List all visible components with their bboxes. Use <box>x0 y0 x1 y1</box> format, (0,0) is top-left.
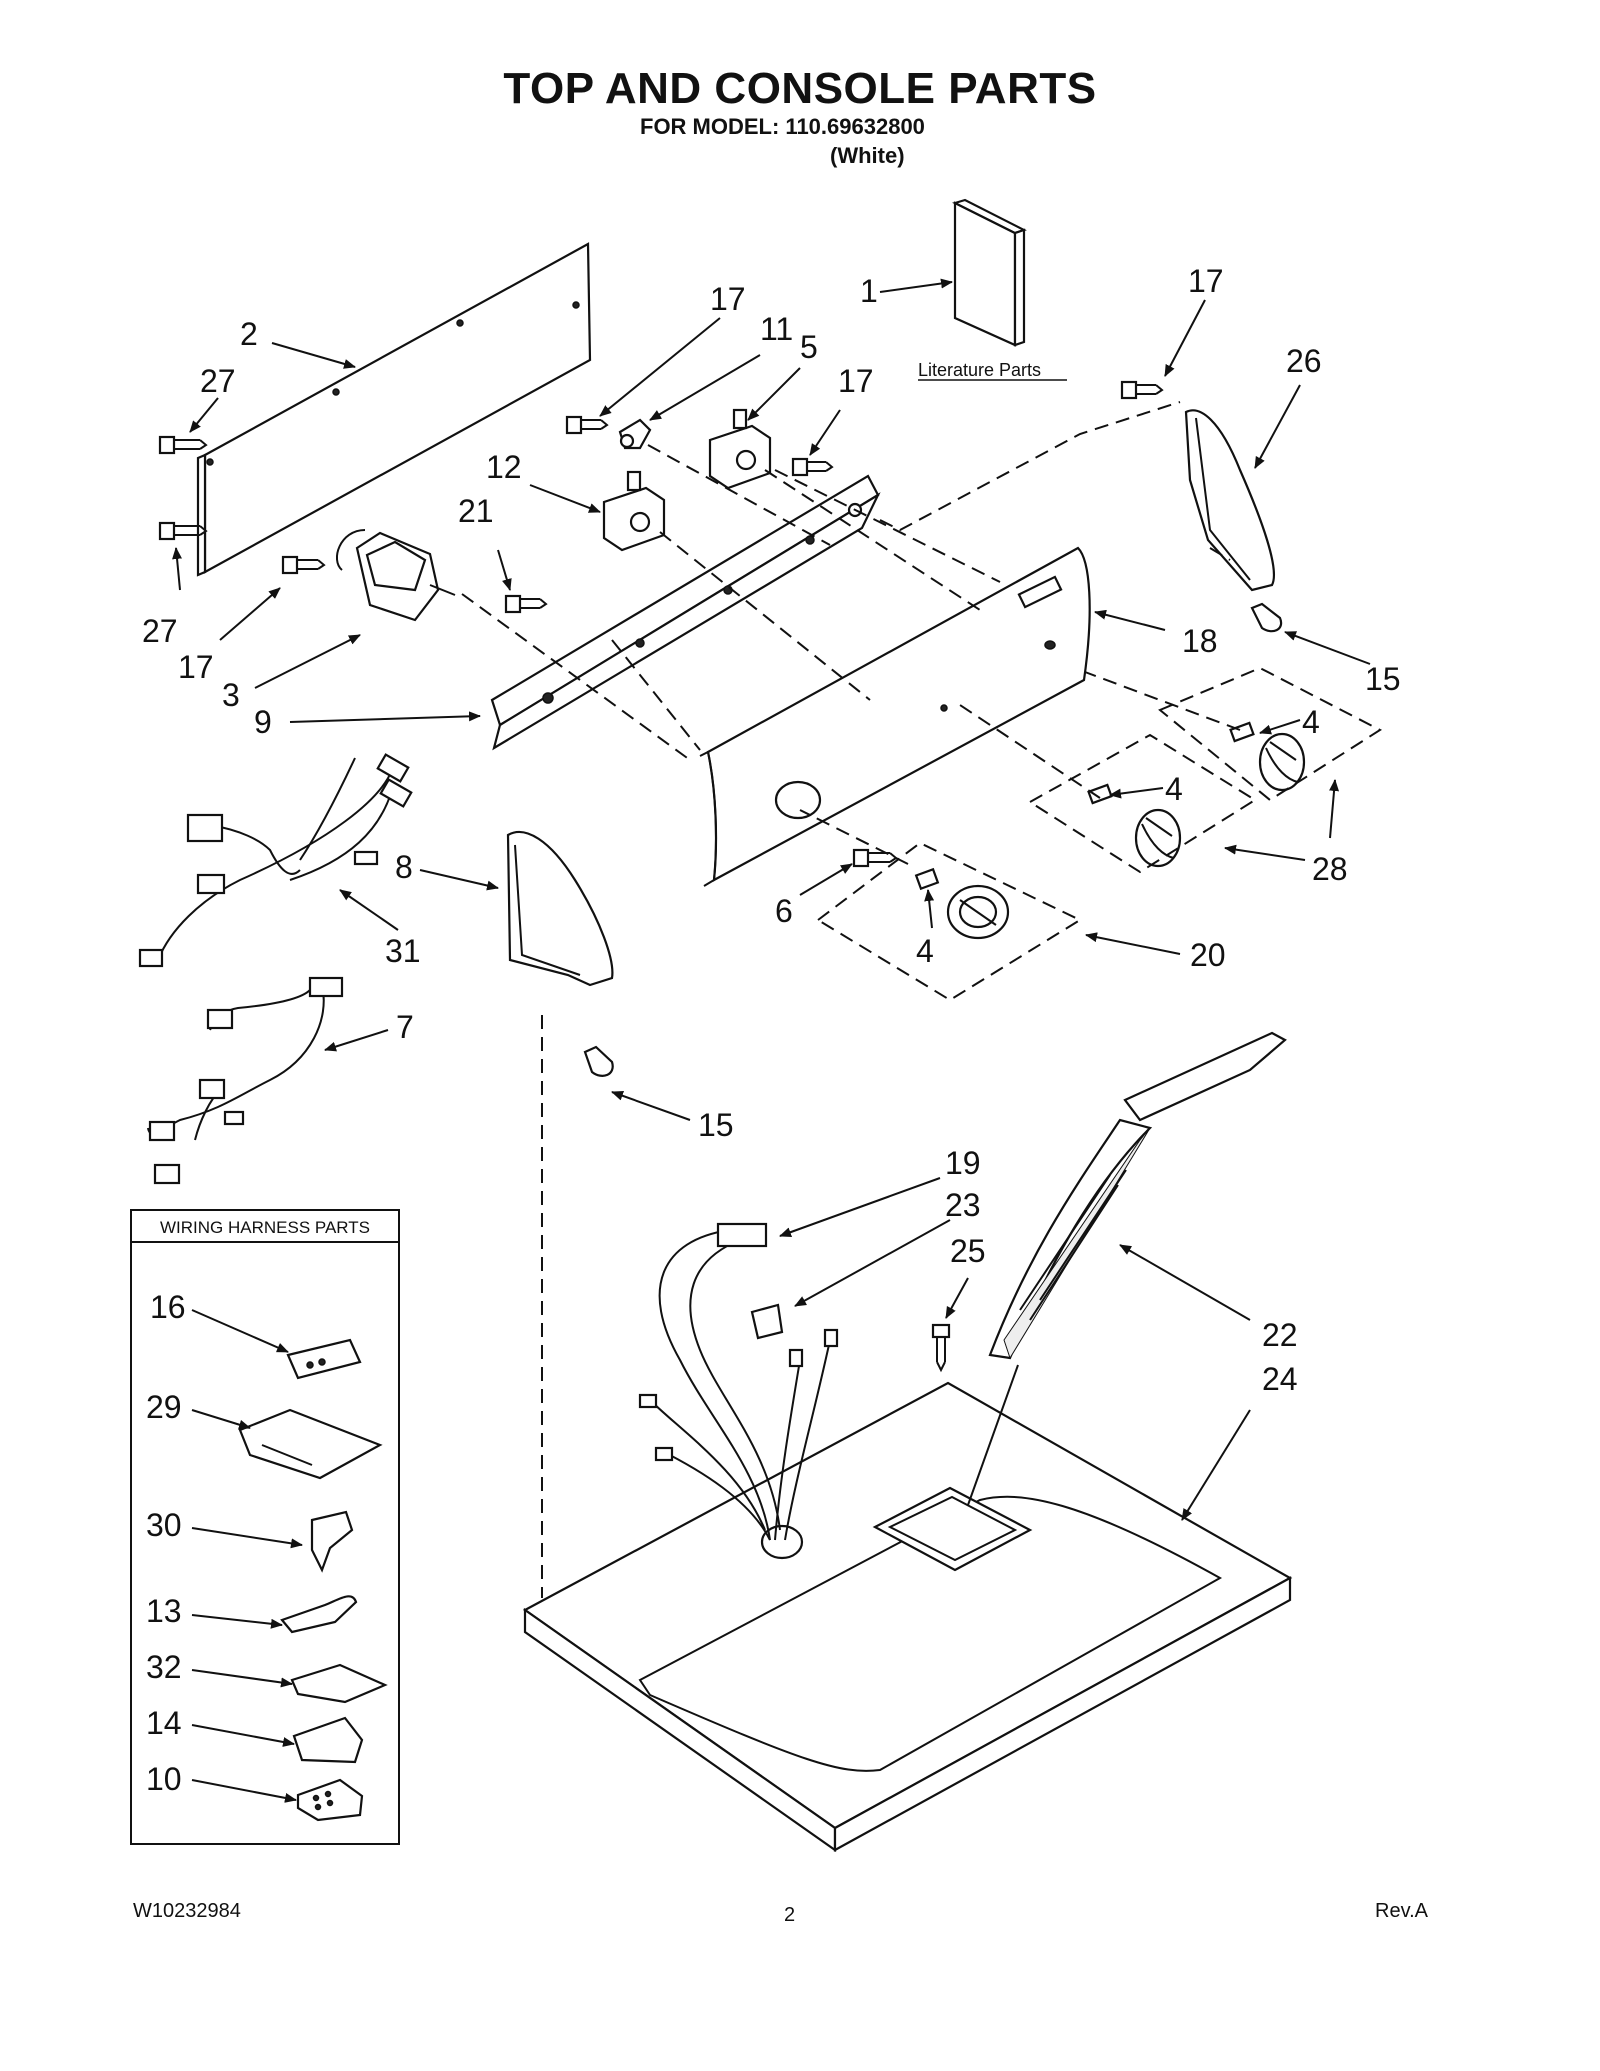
wiring-harness-parts-box: WIRING HARNESS PARTS <box>130 1209 400 1845</box>
callout-15-right: 15 <box>1365 661 1401 697</box>
connector-32 <box>290 1663 388 1704</box>
callout-3: 3 <box>222 677 240 713</box>
callout-15-left: 15 <box>698 1107 734 1143</box>
callout-17-left: 17 <box>178 649 214 685</box>
revision-label: Rev.A <box>1375 1900 1428 1922</box>
knob-group-28-upper <box>1158 666 1383 802</box>
callout-13: 13 <box>146 1593 182 1629</box>
callout-4-middle: 4 <box>1165 771 1183 807</box>
literature-parts-book <box>952 198 1027 347</box>
model-color: (White) <box>830 143 905 168</box>
screw-21 <box>504 594 548 614</box>
connector-10 <box>296 1778 364 1822</box>
end-cap-right <box>1184 409 1276 592</box>
callout-11: 11 <box>760 311 793 347</box>
callout-17-right: 17 <box>1188 263 1224 299</box>
clip-4-right <box>1229 721 1255 743</box>
lint-duct <box>988 1031 1287 1360</box>
model-number: FOR MODEL: 110.69632800 <box>640 114 925 139</box>
leader-lines <box>172 278 1371 1803</box>
switch-11 <box>618 418 652 450</box>
callout-25: 25 <box>950 1233 986 1269</box>
connector-14 <box>292 1716 364 1764</box>
callout-10: 10 <box>146 1761 182 1797</box>
callout-17-upper: 17 <box>710 281 746 317</box>
callout-23: 23 <box>945 1187 981 1223</box>
terminal-13 <box>280 1595 358 1634</box>
clip-15-left <box>583 1045 614 1077</box>
console-back-panel <box>196 242 592 577</box>
callout-24: 24 <box>1262 1361 1298 1397</box>
callout-6: 6 <box>775 893 793 929</box>
callout-1: 1 <box>860 273 878 309</box>
callout-32: 32 <box>146 1649 182 1685</box>
screw-17-right <box>1120 380 1164 400</box>
callout-8: 8 <box>395 849 413 885</box>
knob-group-28-lower <box>1028 733 1257 874</box>
callout-17-center: 17 <box>838 363 874 399</box>
callout-30: 30 <box>146 1507 182 1543</box>
connector-29 <box>238 1408 383 1480</box>
wiring-box-title: WIRING HARNESS PARTS <box>160 1218 370 1237</box>
callout-18: 18 <box>1182 623 1218 659</box>
wire-harness-7 <box>147 976 344 1185</box>
page-title: TOP AND CONSOLE PARTS <box>503 64 1097 113</box>
callout-19: 19 <box>945 1145 981 1181</box>
callout-14: 14 <box>146 1705 182 1741</box>
callout-4-right: 4 <box>1302 704 1320 740</box>
knob-right <box>1258 732 1306 792</box>
screw-27-bottom <box>158 521 208 541</box>
callout-16: 16 <box>150 1289 186 1325</box>
timer <box>336 529 456 622</box>
callout-4-left: 4 <box>916 933 934 969</box>
callout-26: 26 <box>1286 343 1322 379</box>
connector-30 <box>310 1510 354 1573</box>
console-panel <box>699 546 1091 887</box>
clip-4-left <box>914 867 940 891</box>
callout-7: 7 <box>396 1009 414 1045</box>
document-number: W10232984 <box>133 1900 241 1922</box>
end-cap-left <box>506 830 614 987</box>
clip-15-right <box>1250 602 1283 633</box>
page-number: 2 <box>784 1904 796 1926</box>
knob-group-20 <box>816 841 1083 1002</box>
callout-28: 28 <box>1312 851 1348 887</box>
callout-29: 29 <box>146 1389 182 1425</box>
clip-4-middle <box>1087 783 1113 805</box>
callout-5: 5 <box>800 329 818 365</box>
switch-5 <box>708 408 772 490</box>
control-bracket <box>490 474 881 751</box>
screw-17-left <box>281 555 326 575</box>
callout-27-bottom: 27 <box>142 613 178 649</box>
connector-16 <box>286 1338 362 1380</box>
screw-6 <box>852 848 898 868</box>
knob-middle <box>1134 808 1182 868</box>
callout-12: 12 <box>486 449 522 485</box>
callout-22: 22 <box>1262 1317 1298 1353</box>
callout-31: 31 <box>385 933 421 969</box>
callout-21: 21 <box>458 493 494 529</box>
callout-20: 20 <box>1190 937 1226 973</box>
connector-23 <box>750 1303 784 1340</box>
screw-17-center <box>791 457 834 477</box>
callout-9: 9 <box>254 704 272 740</box>
dryer-top-panel <box>522 1381 1293 1853</box>
wire-harness-31 <box>138 753 413 968</box>
callout-27-top: 27 <box>200 363 236 399</box>
screw-27-top <box>158 435 208 455</box>
callout-labels: 1 2 27 27 17 3 9 17 11 5 17 12 21 17 26 … <box>142 263 1401 1797</box>
screw-17-upper <box>565 415 609 435</box>
literature-parts-label: Literature Parts <box>918 360 1041 380</box>
switch-12 <box>602 470 666 552</box>
knob-left <box>946 884 1010 940</box>
main-wire-harness-19 <box>638 1222 839 1541</box>
screw-25 <box>931 1323 951 1373</box>
callout-2: 2 <box>240 316 258 352</box>
